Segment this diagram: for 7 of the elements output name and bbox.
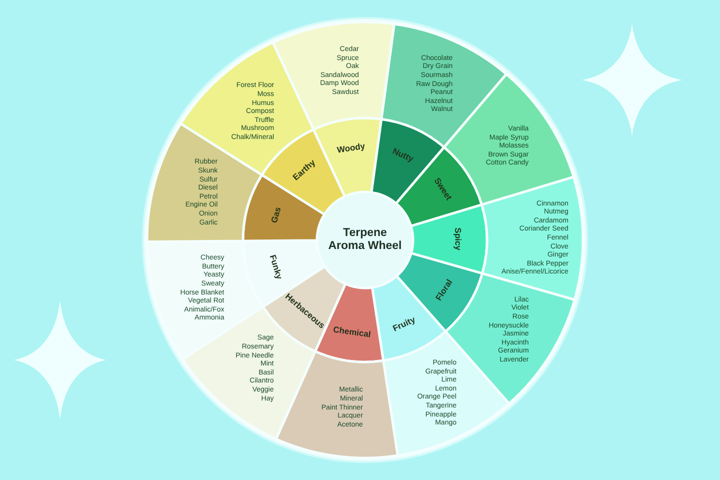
wheel-title: Terpene Aroma Wheel bbox=[328, 227, 402, 253]
category-label: Woody bbox=[336, 142, 366, 154]
category-label: Gas bbox=[269, 206, 282, 224]
category-label: Spicy bbox=[454, 228, 462, 251]
category-label: Funky bbox=[268, 254, 284, 280]
category-label: Fruity bbox=[392, 315, 417, 334]
category-label: Chemical bbox=[333, 325, 372, 339]
